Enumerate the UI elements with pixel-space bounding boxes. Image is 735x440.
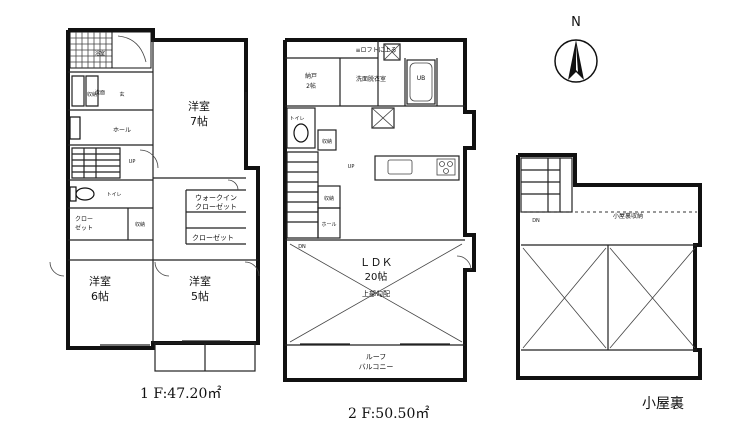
room-shelf2-label: 収納 (324, 195, 334, 202)
room-storage-size: 2帖 (306, 82, 316, 90)
floor2-bath-icon (406, 59, 436, 105)
floor2-stove-icon (436, 158, 456, 176)
room-storage-label: 収納 (87, 91, 97, 98)
room-walkin-label-1: ウォークイン (195, 194, 237, 202)
room-western-6-size: 6帖 (91, 290, 109, 303)
room-entrance-label: 玄 (119, 91, 124, 98)
attic-caption: 小屋裏 (642, 395, 684, 412)
room-western-5-label: 洋室 (189, 274, 211, 288)
stair-up-label: UP (348, 164, 355, 170)
room-western-5-size: 5帖 (191, 290, 209, 303)
room-ldk-note: 上部勾配 (362, 289, 390, 298)
room-walkin-label-2: クローゼット (195, 202, 237, 211)
stair-up-label: UP (129, 159, 136, 165)
floor1-plan: 洋室 7帖 洋室 6帖 洋室 5帖 ホール ウォークイン クローゼット クローゼ… (49, 28, 260, 402)
room-wash-label: 洗面脱衣室 (356, 75, 386, 83)
room-western-7-label: 洋室 (188, 99, 210, 113)
room-hall-label: ホール (113, 127, 131, 134)
room-shelf-label: 収納 (135, 221, 145, 228)
floor1-toilet-icon (75, 187, 95, 201)
room-ldk-size: 20帖 (365, 270, 388, 283)
floor1-bath-tiles (69, 31, 152, 69)
floor1-outer-wall (66, 28, 260, 350)
floor2-plan: ≡ロフトに上る 納戸 2帖 洗面脱衣室 UB トイレ 収納 収納 ホール UP … (283, 38, 476, 422)
room-toilet-label: トイレ (106, 192, 121, 198)
room-storage-label: 納戸 (305, 72, 317, 80)
room-shelf-label: 収納 (322, 138, 332, 145)
stair-dn-label: DN (298, 244, 306, 250)
floor1-sink-icon (69, 116, 81, 140)
attic-dn-label: DN (532, 218, 540, 224)
room-closet-right-label: クローゼット (192, 233, 234, 242)
floor2-kitchen-counter (374, 155, 460, 181)
balcony-label-2: バルコニー (359, 363, 394, 371)
loft-sign-label: ≡ロフトに上る (355, 46, 396, 54)
room-bath-label: UB (417, 75, 426, 82)
floor1-caption: 1 F:47.20㎡ (140, 386, 221, 402)
room-toilet-label: トイレ (289, 116, 304, 122)
floor2-outer-wall (283, 38, 476, 382)
room-bath-label: 浴室 (95, 50, 105, 57)
room-closet-left-label-2: ゼット (75, 224, 93, 232)
compass: N (554, 15, 598, 83)
room-closet-left-label-1: クロー (75, 216, 93, 223)
room-western-7-size: 7帖 (190, 115, 208, 128)
balcony-label-1: ルーフ (366, 353, 387, 361)
floor2-toilet-icon (293, 123, 309, 143)
floor2-caption: 2 F:50.50㎡ (348, 406, 429, 422)
room-wash-label: 洗面 (95, 89, 105, 96)
attic-storage-label: 小屋裏収納 (613, 212, 643, 220)
attic-plan: 小屋裏収納 DN 小屋裏 (516, 153, 702, 412)
room-hall-label: ホール (321, 222, 336, 228)
compass-label: N (571, 15, 581, 30)
floor2-washer-icon (383, 43, 401, 61)
room-western-6-label: 洋室 (89, 274, 111, 288)
floor2-sink-icon (387, 159, 413, 175)
attic-outer-wall (516, 153, 702, 380)
room-ldk-label: ＬＤＫ (360, 256, 393, 269)
